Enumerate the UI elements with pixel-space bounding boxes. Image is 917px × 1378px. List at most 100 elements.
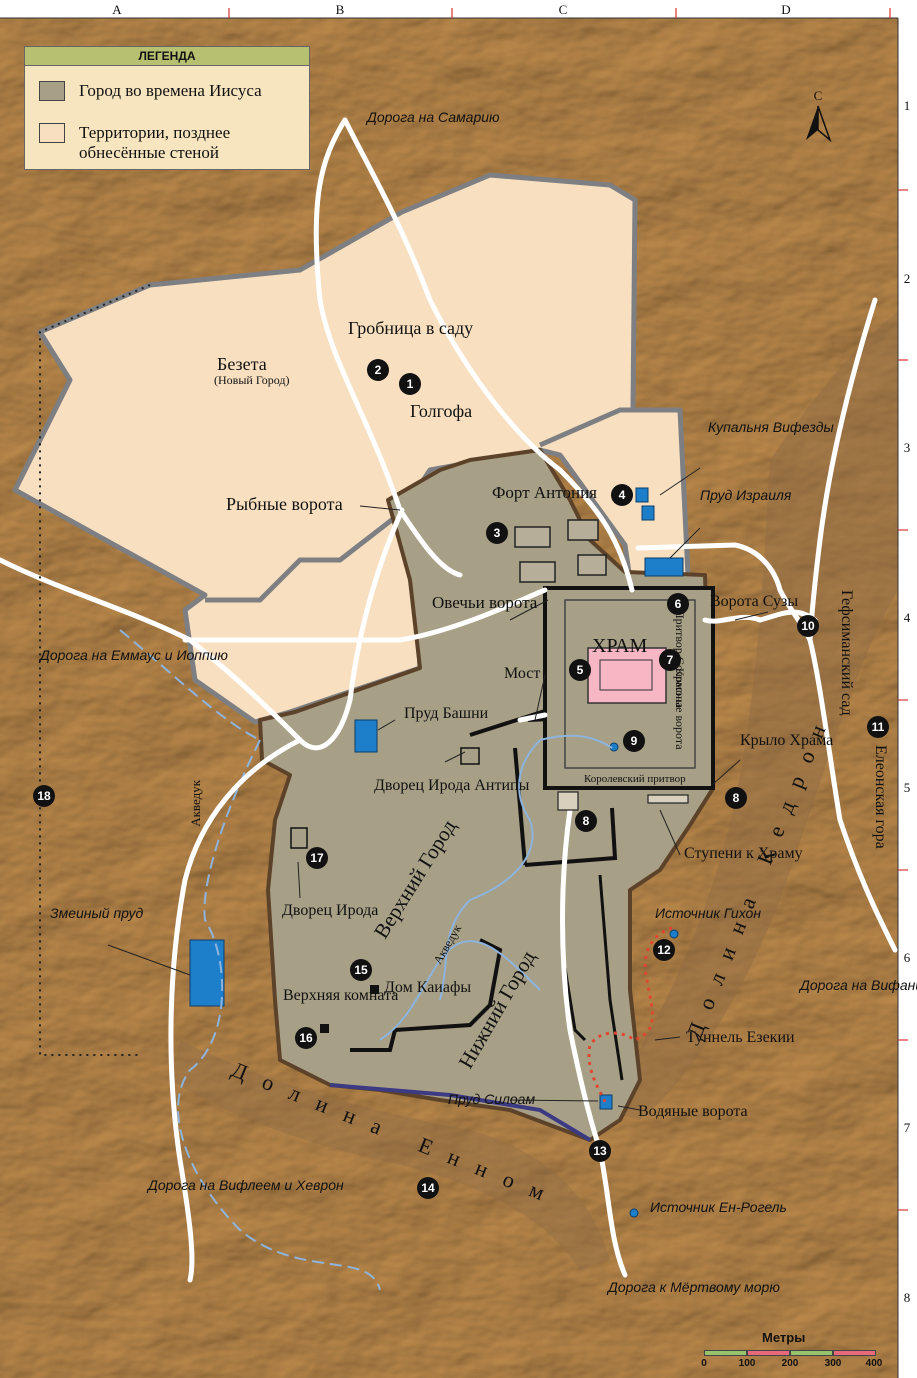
marker-5[interactable]: 5 [569, 659, 591, 681]
grid-row-3: 3 [904, 440, 911, 455]
scale-tick-200: 200 [781, 1358, 799, 1369]
grid-ticks [228, 8, 908, 1211]
label-temple-pinnacle: Крыло Храма [740, 732, 833, 749]
marker-15[interactable]: 15 [350, 959, 372, 981]
scale-segment-3 [790, 1350, 833, 1356]
svg-text:12: 12 [657, 943, 671, 957]
grid-row-7: 7 [904, 1120, 911, 1135]
gihon-spring-dot [669, 929, 679, 939]
kidron-valley-shade [600, 300, 917, 1120]
grid-row-2: 2 [904, 271, 911, 286]
grid-col-a: A [112, 2, 122, 17]
legend-swatch-city [39, 81, 65, 101]
marker-7[interactable]: 7 [659, 649, 681, 671]
label-bezetha-sub: (Новый Город) [214, 373, 289, 387]
bethesda-pool-n [635, 487, 649, 503]
aqueducts [119, 629, 613, 1291]
upper-room-icon [320, 1024, 329, 1033]
grid-top-band [0, 0, 917, 18]
grid-row-8: 8 [904, 1290, 911, 1305]
later-walled-area [12, 172, 691, 725]
legend-swatch-later [39, 123, 65, 143]
label-road-samaria: Дорога на Самарию [365, 109, 500, 125]
marker-12[interactable]: 12 [653, 939, 675, 961]
grid-labels: A B C D 1 2 3 4 5 6 7 8 [112, 2, 910, 1305]
marker-8a[interactable]: 8 [725, 787, 747, 809]
markers: 1 2 3 4 5 6 7 8 8 9 10 11 12 13 14 15 16… [33, 359, 889, 1199]
label-upper-room: Верхняя комната [283, 987, 398, 1004]
label-israel-pool: Пруд Израиля [700, 487, 792, 503]
marker-16[interactable]: 16 [295, 1027, 317, 1049]
marker-13[interactable]: 13 [589, 1140, 611, 1162]
label-fish-gate: Рыбные ворота [226, 494, 343, 514]
label-mount-olives: Елеонская гора [872, 745, 889, 849]
marker-18[interactable]: 18 [33, 785, 55, 807]
grid-row-1: 1 [904, 98, 911, 113]
inner-city-walls [469, 708, 618, 867]
stairs [557, 791, 689, 811]
label-bridge: Мост [504, 665, 540, 682]
svg-text:7: 7 [667, 653, 674, 667]
herod-palace-icon [290, 827, 308, 849]
label-herod-palace: Дворец Ирода [282, 902, 378, 919]
label-hezekiah-tunnel: Туннель Езекии [686, 1029, 795, 1046]
marker-17[interactable]: 17 [306, 847, 328, 869]
lower-city-walls [563, 874, 624, 1081]
grid-row-6: 6 [904, 950, 911, 965]
svg-text:8: 8 [583, 814, 590, 828]
caiaphas-house-icon [370, 985, 379, 994]
upper-city-south-wall [350, 938, 503, 1052]
scale-tick-400: 400 [865, 1358, 883, 1369]
south-wall [329, 1083, 592, 1142]
legend-label-later: Территории, позднее обнесённые стеной [79, 123, 231, 162]
marker-10[interactable]: 10 [797, 615, 819, 637]
label-bethesda: Купальня Вифезды [708, 419, 834, 435]
label-road-dead-sea: Дорога к Мёртвому морю [606, 1279, 780, 1295]
marker-3[interactable]: 3 [486, 522, 508, 544]
scale-tick-0: 0 [701, 1358, 707, 1369]
svg-text:16: 16 [299, 1031, 313, 1045]
grid-col-c: C [559, 2, 568, 17]
scale-title: Метры [762, 1330, 806, 1345]
svg-text:11: 11 [872, 720, 885, 734]
marker-14[interactable]: 14 [417, 1177, 439, 1199]
label-water-gate: Водяные ворота [638, 1103, 748, 1120]
marker-11[interactable]: 11 [867, 716, 889, 738]
marker-9[interactable]: 9 [623, 730, 645, 752]
svg-text:10: 10 [801, 619, 815, 633]
compass-label: С [814, 88, 823, 103]
legend-item-city: Город во времена Иисуса [39, 81, 309, 101]
marker-6[interactable]: 6 [667, 593, 689, 615]
grid-col-d: D [781, 2, 790, 17]
later-inner-wall [205, 510, 404, 603]
scale-tick-300: 300 [824, 1358, 842, 1369]
label-towers-pool: Пруд Башни [404, 705, 489, 722]
label-antipas-palace: Дворец Ирода Антипы [374, 777, 530, 794]
label-gethsemane: Гефсиманский сад [838, 590, 855, 716]
svg-text:2: 2 [375, 363, 382, 377]
serpent-pool-shape [189, 939, 225, 1007]
svg-text:9: 9 [631, 734, 638, 748]
label-fort-antonia: Форт Антония [492, 483, 597, 502]
legend-title: ЛЕГЕНДА [25, 47, 309, 66]
label-road-bethlehem: Дорога на Вифлеем и Хеврон [146, 1177, 344, 1193]
label-serpent-pool: Змеиный пруд [50, 905, 143, 921]
bethesda-pool-s [641, 505, 655, 521]
towers-pool-shape [354, 719, 378, 753]
israel-pool-shape [644, 557, 684, 577]
svg-text:13: 13 [593, 1144, 607, 1158]
grid-col-b: B [336, 2, 345, 17]
marker-1[interactable]: 1 [399, 373, 421, 395]
temple-court [564, 599, 696, 769]
marker-8b[interactable]: 8 [575, 810, 597, 832]
label-shushan-gate: Ворота Сузы [710, 593, 798, 610]
siloam-pool-shape [599, 1094, 613, 1110]
label-en-rogel: Источник Ен-Рогель [650, 1199, 787, 1215]
marker-4[interactable]: 4 [611, 484, 633, 506]
label-gihon: Источник Гихон [655, 905, 761, 921]
svg-text:6: 6 [675, 597, 682, 611]
label-garden-tomb: Гробница в саду [348, 318, 473, 338]
marker-2[interactable]: 2 [367, 359, 389, 381]
temple-sanctuary [599, 659, 653, 691]
